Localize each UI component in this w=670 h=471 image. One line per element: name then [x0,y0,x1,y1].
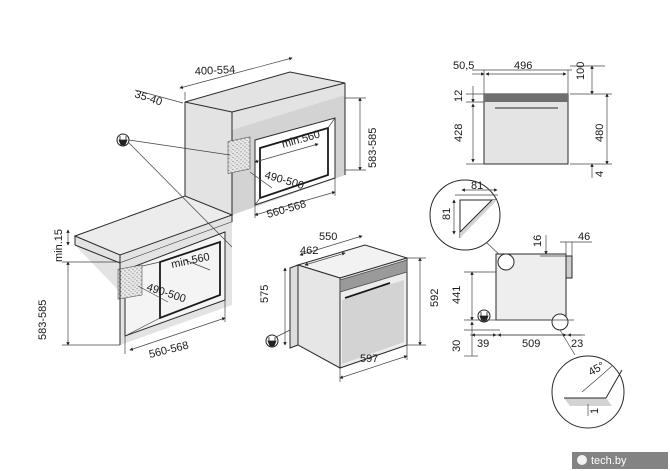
oven-isometric [289,244,409,369]
label-oven-width: 597 [360,353,378,365]
plug-icon [116,133,233,248]
label-cabinet-top-offset: 35-40 [133,88,163,108]
label-oven-body-depth: 462 [300,245,318,257]
label-detail-gap: 1 [589,408,601,414]
label-oven-height: 592 [429,289,441,307]
label-front-bottom: 4 [594,171,606,177]
label-under-niche-width: 560-568 [148,339,190,360]
label-side-left: 39 [477,338,489,350]
label-under-gap: min.15 [53,229,65,262]
angle-detail [551,355,625,429]
label-side-top: 16 [532,235,544,247]
label-front-door: 428 [453,124,465,142]
label-front-width: 496 [514,60,532,72]
label-front-offset: 50,5 [453,60,474,72]
label-front-top: 100 [575,62,587,80]
label-under-height: 583-585 [37,300,49,340]
label-corner-a: 81 [471,180,483,192]
label-side-right: 23 [571,338,583,350]
label-column-height: 583-585 [367,128,379,168]
label-front-height: 480 [594,124,606,142]
side-view [464,235,592,357]
label-side-height: 441 [451,286,463,304]
iso-dimension-lines [62,57,426,382]
column-cabinet [184,71,346,215]
label-side-depth: 509 [522,338,540,350]
label-corner-b: 81 [441,208,453,220]
under-counter-cabinet [73,195,234,345]
front-view [466,65,612,178]
label-front-gap: 12 [453,90,465,102]
label-cabinet-top-depth: 400-554 [195,64,236,78]
dimension-labels: 400-554 35-40 min.560 490-500 560-568 58… [37,60,607,414]
label-oven-depth: 550 [319,231,337,243]
plug-icon [477,309,491,323]
label-side-handle: 46 [578,231,590,243]
watermark-text: tech.by [591,455,627,467]
watermark: tech.by [572,452,668,469]
label-column-niche-width: 560-568 [266,198,308,221]
plug-icon [265,329,291,348]
label-oven-body-height: 575 [259,285,271,303]
corner-detail [429,179,504,259]
label-side-base: 30 [451,340,463,352]
